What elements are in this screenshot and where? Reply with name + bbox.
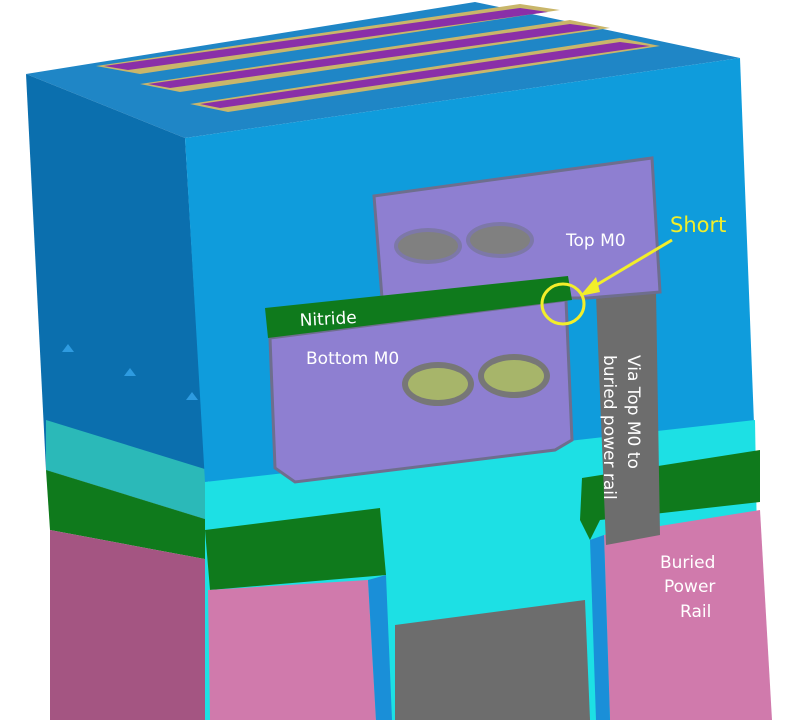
label-short: Short	[670, 213, 726, 237]
nitride-layer	[265, 276, 572, 338]
short-marker-circle	[540, 282, 586, 326]
label-rail-line1: Buried	[660, 553, 715, 573]
label-top-m0: Top M0	[565, 231, 626, 251]
label-via-line2: buried power rail	[599, 355, 619, 500]
label-bottom-m0: Bottom M0	[306, 349, 399, 369]
label-nitride: Nitride	[299, 308, 357, 331]
short-arrow-head	[580, 277, 600, 296]
via-top-m0-to-rail	[596, 290, 660, 545]
label-rail-line3: Rail	[680, 602, 711, 622]
top-m0-metal	[372, 156, 662, 300]
label-via: Via Top M0 to buried power rail	[599, 355, 643, 500]
left-buried-rail	[208, 580, 376, 720]
block-top-surface	[26, 2, 740, 138]
block-left-face	[26, 74, 210, 720]
short-annotation	[540, 238, 673, 326]
short-arrow	[587, 238, 673, 292]
label-via-line1: Via Top M0 to	[623, 355, 643, 469]
label-rail-line2: Power	[664, 577, 715, 597]
buried-power-rail	[604, 510, 772, 720]
